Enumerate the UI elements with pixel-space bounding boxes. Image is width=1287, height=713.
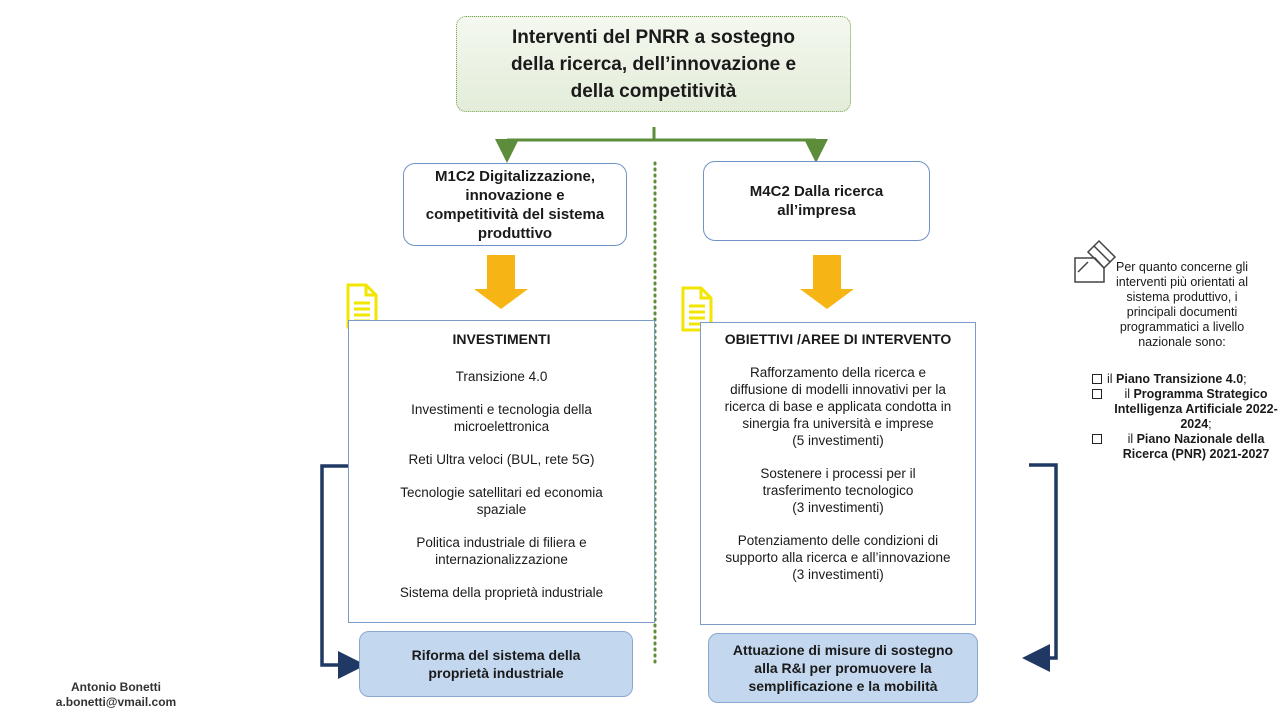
objective-item: Sostenere i processi per il trasferiment… — [701, 465, 975, 516]
document-list: il Piano Transizione 4.0; il Programma S… — [1092, 372, 1285, 462]
reform-line: alla R&I per promuovere la — [754, 660, 932, 676]
item-line: sinergia fra università e imprese — [742, 416, 934, 431]
objectives-box: OBIETTIVI /AREE DI INTERVENTO Rafforzame… — [700, 322, 976, 625]
objective-item: Rafforzamento della ricerca e diffusione… — [701, 364, 975, 449]
list-bold: Piano Nazionale della Ricerca (PNR) 2021… — [1122, 432, 1270, 461]
diagram-title: Interventi del PNRR a sostegno della ric… — [456, 16, 851, 112]
investment-item: Tecnologie satellitari ed economia spazi… — [349, 484, 654, 518]
title-line: della ricerca, dell’innovazione e — [510, 53, 797, 75]
item-line: Transizione 4.0 — [455, 369, 548, 384]
right-reform-box: Attuazione di misure di sostegno alla R&… — [708, 633, 978, 703]
side-note: Per quanto concerne gli interventi più o… — [1082, 260, 1282, 350]
investments-box: INVESTIMENTI Transizione 4.0 Investiment… — [348, 320, 655, 623]
document-list-item: il Piano Transizione 4.0; — [1092, 372, 1285, 387]
list-suffix: ; — [1243, 372, 1247, 386]
objective-item: Potenziamento delle condizioni di suppor… — [701, 532, 975, 583]
item-line: (5 investimenti) — [792, 433, 884, 448]
note-line: nazionale sono: — [1138, 335, 1226, 349]
right-header-line: M4C2 Dalla ricerca — [749, 183, 884, 200]
author-email: a.bonetti@vmail.com — [55, 695, 177, 709]
left-header-line: M1C2 Digitalizzazione, — [434, 167, 596, 185]
down-arrow-left — [474, 255, 528, 309]
investments-heading: INVESTIMENTI — [452, 331, 551, 347]
list-prefix: il — [1107, 372, 1117, 386]
right-header-box: M4C2 Dalla ricerca all’impresa — [703, 161, 930, 241]
item-line: Tecnologie satellitari ed economia — [400, 485, 603, 500]
investment-item: Sistema della proprietà industriale — [349, 584, 654, 601]
list-item-text: il Piano Transizione 4.0; — [1107, 372, 1247, 387]
list-item-text: il Programma Strategico Intelligenza Art… — [1107, 387, 1285, 432]
item-line: internazionalizzazione — [435, 552, 568, 567]
item-line: supporto alla ricerca e all’innovazione — [725, 550, 951, 565]
investment-item: Reti Ultra veloci (BUL, rete 5G) — [349, 451, 654, 468]
left-reform-box: Riforma del sistema della proprietà indu… — [359, 631, 633, 697]
title-line: della competitività — [570, 80, 737, 102]
note-line: programmatici a livello — [1119, 320, 1245, 334]
item-line: (3 investimenti) — [792, 500, 884, 515]
item-line: diffusione di modelli innovativi per la — [730, 382, 946, 397]
objectives-heading: OBIETTIVI /AREE DI INTERVENTO — [724, 331, 952, 347]
author-credit: Antonio Bonetti a.bonetti@vmail.com — [26, 680, 206, 710]
list-prefix: il — [1124, 387, 1134, 401]
item-line: Sostenere i processi per il — [760, 466, 916, 481]
title-line: Interventi del PNRR a sostegno — [512, 26, 795, 48]
investment-item: Investimenti e tecnologia della microele… — [349, 401, 654, 435]
note-line: interventi più orientati al — [1115, 275, 1249, 289]
bracket-left — [320, 464, 366, 679]
item-line: Sistema della proprietà industriale — [399, 585, 604, 600]
item-line: trasferimento tecnologico — [762, 483, 914, 498]
left-header-line: innovazione e — [465, 186, 565, 204]
top-connector — [495, 127, 828, 163]
left-header-line: competitività del sistema — [425, 205, 605, 223]
author-name: Antonio Bonetti — [71, 680, 161, 694]
reform-line: Riforma del sistema della — [411, 647, 581, 663]
note-line: Per quanto concerne gli — [1115, 260, 1249, 274]
item-line: Politica industriale di filiera e — [416, 535, 587, 550]
item-line: Rafforzamento della ricerca e — [749, 365, 927, 380]
item-line: (3 investimenti) — [792, 567, 884, 582]
item-line: Potenziamento delle condizioni di — [737, 533, 939, 548]
item-line: Reti Ultra veloci (BUL, rete 5G) — [408, 452, 595, 467]
investment-item: Politica industriale di filiera e intern… — [349, 534, 654, 568]
document-list-item: il Piano Nazionale della Ricerca (PNR) 2… — [1092, 432, 1285, 462]
notes-icon — [1074, 239, 1117, 283]
list-item-text: il Piano Nazionale della Ricerca (PNR) 2… — [1107, 432, 1285, 462]
bracket-right — [1022, 463, 1058, 672]
down-arrow-right — [800, 255, 854, 309]
investment-item: Transizione 4.0 — [349, 368, 654, 385]
checkbox-icon — [1092, 434, 1102, 444]
item-line: microelettronica — [453, 419, 550, 434]
right-header-line: all’impresa — [777, 202, 856, 219]
list-bold: Programma Strategico Intelligenza Artifi… — [1114, 387, 1278, 431]
list-prefix: il — [1127, 432, 1137, 446]
left-header-box: M1C2 Digitalizzazione, innovazione e com… — [403, 163, 627, 246]
checkbox-icon — [1092, 389, 1102, 399]
checkbox-icon — [1092, 374, 1102, 384]
left-header-line: produttivo — [477, 224, 553, 242]
note-line: principali documenti — [1126, 305, 1238, 319]
list-bold: Piano Transizione 4.0 — [1116, 372, 1244, 386]
list-suffix: ; — [1208, 417, 1212, 431]
reform-line: proprietà industriale — [428, 665, 564, 681]
item-line: Investimenti e tecnologia della — [411, 402, 592, 417]
reform-line: semplificazione e la mobilità — [748, 678, 938, 694]
note-line: sistema produttivo, i — [1126, 290, 1238, 304]
item-line: spaziale — [476, 502, 527, 517]
document-list-item: il Programma Strategico Intelligenza Art… — [1092, 387, 1285, 432]
reform-line: Attuazione di misure di sostegno — [732, 642, 954, 658]
item-line: ricerca di base e applicata condotta in — [724, 399, 952, 414]
